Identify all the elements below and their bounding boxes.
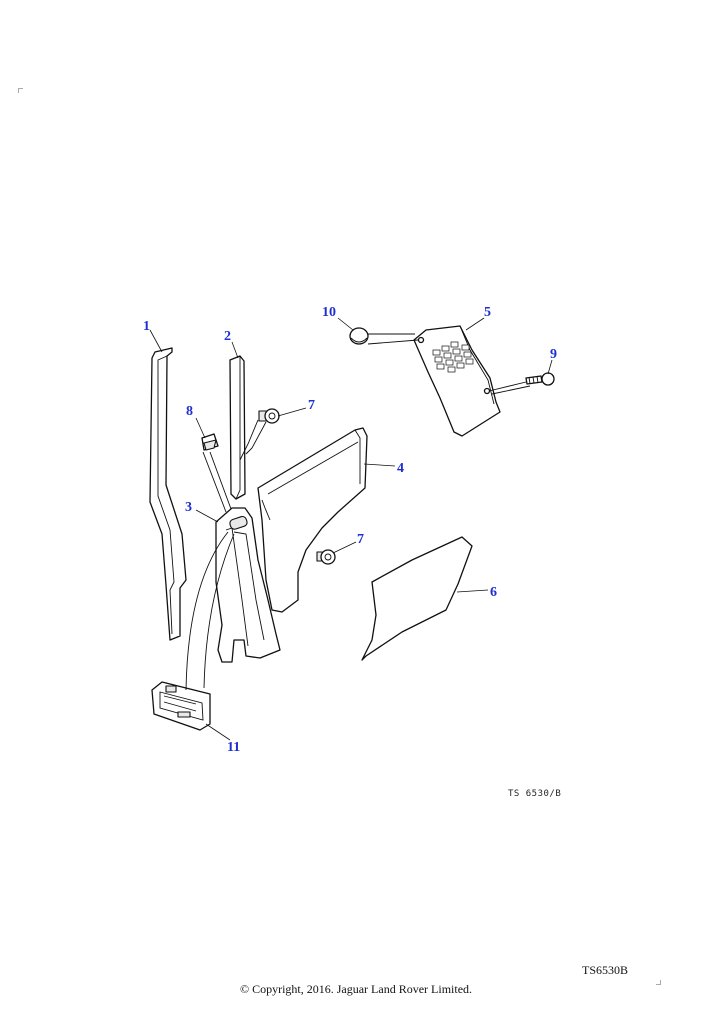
drawing-reference-code: TS 6530/B <box>508 789 561 799</box>
part-5-speaker-grille-panel[interactable] <box>413 325 501 437</box>
callout-8: 8 <box>186 404 193 419</box>
callout-11: 11 <box>227 740 240 755</box>
assembly-lines <box>185 333 531 691</box>
callout-labels: 1 2 3 4 5 6 7 7 8 9 10 11 <box>143 305 557 755</box>
part-4-quarter-trim-panel[interactable] <box>257 427 368 613</box>
part-10-cap[interactable] <box>349 327 369 345</box>
crop-mark-bottom-right <box>656 980 661 985</box>
speaker-grille-holes <box>432 341 474 373</box>
callout-10: 10 <box>322 305 336 320</box>
callout-7-upper: 7 <box>308 398 315 413</box>
callout-5: 5 <box>484 305 491 320</box>
callout-1: 1 <box>143 319 150 334</box>
crop-mark-top-left <box>18 88 23 93</box>
part-11-vent-grille[interactable] <box>151 681 211 731</box>
part-6-trim-board[interactable] <box>361 536 473 661</box>
part-1-trim-strip[interactable] <box>149 347 187 641</box>
callout-leaders <box>149 317 553 741</box>
callout-6: 6 <box>490 585 497 600</box>
callout-7-lower: 7 <box>357 532 364 547</box>
callout-3: 3 <box>185 500 192 515</box>
part-2-pillar-strip[interactable] <box>229 355 246 500</box>
part-7-fastener-lower[interactable] <box>316 549 336 565</box>
part-9-screw[interactable] <box>525 372 555 386</box>
sheet-code: TS6530B <box>582 963 629 977</box>
part-3-lower-pillar-trim[interactable] <box>215 507 281 663</box>
part-8-push-clip[interactable] <box>201 433 219 451</box>
part-7-fastener-upper[interactable] <box>258 408 280 424</box>
callout-4: 4 <box>397 461 404 476</box>
callout-2: 2 <box>224 329 231 344</box>
callout-9: 9 <box>550 347 557 362</box>
copyright-notice: © Copyright, 2016. Jaguar Land Rover Lim… <box>239 982 473 996</box>
